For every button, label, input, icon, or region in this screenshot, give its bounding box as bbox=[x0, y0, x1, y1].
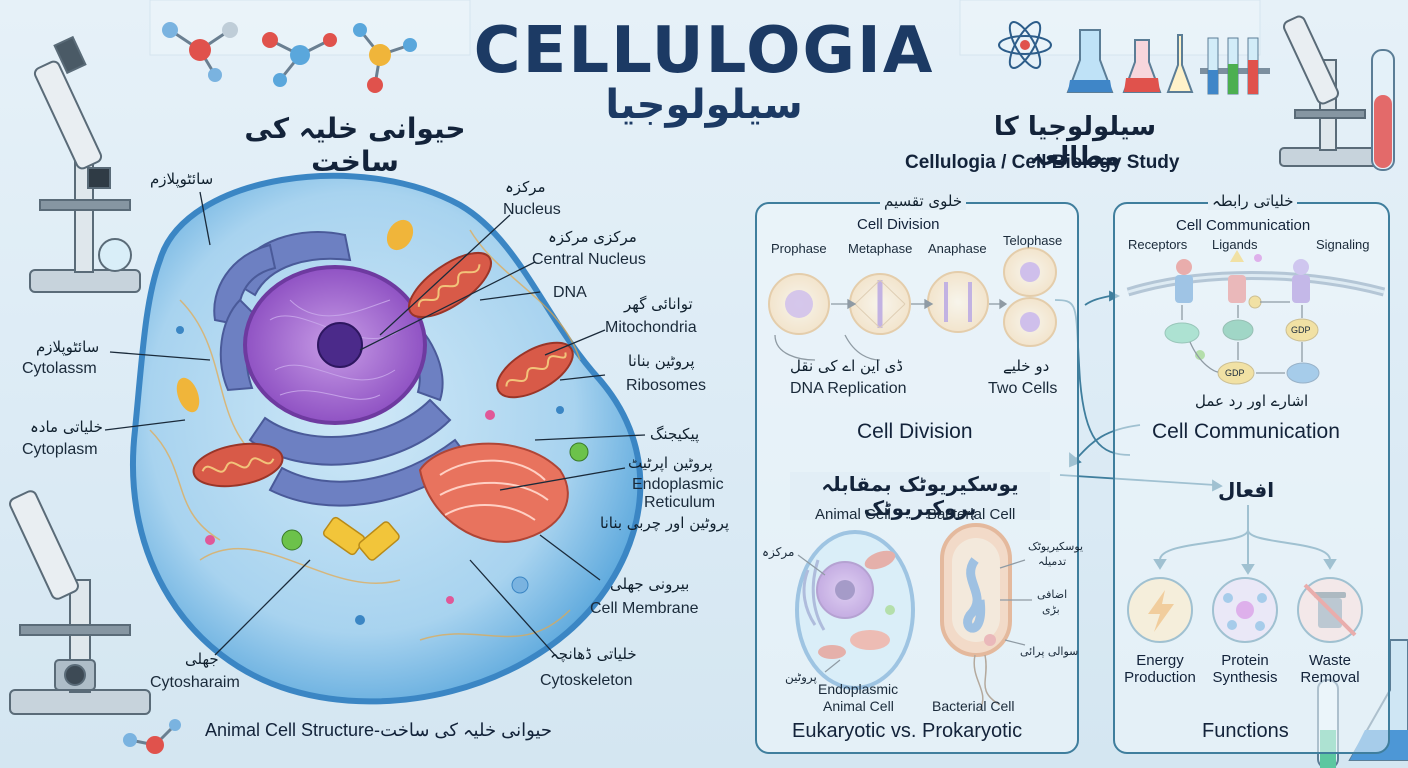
test-tube-icon bbox=[1371, 49, 1395, 171]
label-membrane-ur: بیرونی جھلی bbox=[610, 575, 690, 593]
label-flagella-ur: سوالی پرائی bbox=[1020, 645, 1079, 658]
communication-title: Cell Communication bbox=[1176, 217, 1311, 234]
vesicles bbox=[176, 326, 589, 625]
label-eukaryotic-ur: یوسکیریوٹک bbox=[1028, 540, 1084, 553]
nucleus-illustration bbox=[243, 265, 427, 425]
label-eukaryotic-ur2: تدمیلہ bbox=[1038, 555, 1067, 568]
label-receptors: Receptors bbox=[1128, 237, 1188, 252]
phase-telophase: Telophase bbox=[1003, 233, 1063, 248]
right-heading-urdu: سیلولوجیا کا مطالعہ bbox=[993, 112, 1157, 172]
label-ribosomes: Ribosomes bbox=[626, 377, 707, 394]
label-central-nucleus-ur: مرکزی مرکزہ bbox=[548, 228, 637, 246]
phase-prophase: Prophase bbox=[771, 241, 827, 256]
golgi-illustration bbox=[418, 442, 569, 543]
page-title: CELLULOGIA bbox=[473, 14, 935, 88]
label-cytoplasm-ur: خلیاتی مادہ bbox=[30, 418, 103, 436]
er-structure bbox=[213, 231, 472, 507]
label-cytosharaim: Cytosharaim bbox=[150, 674, 240, 691]
comparison-title-ur: یوسکیریوٹک بمقابلہ پروکیریوٹک bbox=[790, 472, 1050, 520]
dna-replication-ur: ڈی این اے کی نقل bbox=[790, 357, 903, 375]
label-er-ur2: پروٹین اور چربی بنانا bbox=[600, 514, 730, 532]
animal-cell-illustration bbox=[130, 172, 644, 705]
communication-caption: Cell Communication bbox=[1152, 420, 1340, 443]
two-cells: Two Cells bbox=[988, 380, 1058, 397]
microscope-icon bbox=[9, 490, 151, 715]
label-er-line2: Reticulum bbox=[644, 494, 716, 511]
label-plasmid-ur: اضافی bbox=[1037, 588, 1068, 601]
phase-metaphase: Metaphase bbox=[848, 241, 913, 256]
function-energy-label: Energy Production bbox=[1115, 652, 1205, 686]
function-waste-label: Waste Removal bbox=[1285, 652, 1375, 686]
label-ligands: Ligands bbox=[1212, 237, 1258, 252]
mitochondria-illustration bbox=[176, 219, 574, 488]
label-signaling: Signaling bbox=[1316, 237, 1370, 252]
function-energy-line2: Production bbox=[1124, 669, 1196, 686]
label-cytoplasm-top-ur: سائٹوپلازم bbox=[150, 170, 214, 188]
label-mitochondria: Mitochondria bbox=[605, 319, 697, 336]
flask-icons bbox=[1066, 29, 1270, 95]
function-protein-line2: Synthesis bbox=[1212, 669, 1278, 686]
label-nucleus-ur: مرکزہ bbox=[505, 178, 546, 196]
page-title-urdu: سیلولوجیا bbox=[605, 82, 803, 128]
label-cell-membrane: Cell Membrane bbox=[590, 600, 699, 617]
label-er-small-2: Animal Cell bbox=[823, 698, 894, 714]
function-waste-line1: Waste bbox=[1309, 652, 1351, 669]
right-subtitle: Cellulogia / Cell Biology Study bbox=[905, 152, 1180, 173]
centriole-illustration bbox=[322, 516, 400, 561]
two-cells-ur: دو خلیے bbox=[1003, 357, 1050, 375]
label-cytosharaim-ur: جھلی bbox=[185, 650, 219, 668]
label-er-ur1: پروٹین اپرٹیٹ bbox=[628, 454, 713, 472]
label-mitochondria-ur: توانائی گھر bbox=[624, 295, 693, 313]
microscope-icon bbox=[29, 35, 141, 293]
leader-lines bbox=[104, 191, 646, 656]
communication-title-ur: خلیاتی رابطہ bbox=[1208, 192, 1298, 210]
functions-title-ur: افعال bbox=[1218, 478, 1275, 502]
function-energy-line1: Energy bbox=[1136, 652, 1184, 669]
label-protein-ur: پروٹین bbox=[785, 670, 817, 684]
label-cytoskeleton: Cytoskeleton bbox=[540, 672, 633, 689]
label-cytoplasm: Cytoplasm bbox=[22, 441, 98, 458]
function-waste-line2: Removal bbox=[1300, 669, 1360, 686]
function-protein-line1: Protein bbox=[1221, 652, 1269, 669]
division-title-ur: خلوی تقسیم bbox=[880, 192, 967, 210]
label-central-nucleus: Central Nucleus bbox=[532, 251, 646, 268]
label-packaging-ur: پیکیجنگ bbox=[650, 425, 700, 443]
molecule-decoration bbox=[123, 719, 181, 754]
label-nucleus: Nucleus bbox=[503, 201, 561, 218]
atom-icon bbox=[998, 21, 1052, 69]
comparison-caption: Eukaryotic vs. Prokaryotic bbox=[792, 720, 1023, 742]
label-er-small-1: Endoplasmic bbox=[818, 681, 899, 697]
division-caption: Cell Division bbox=[857, 420, 973, 443]
label-er-line1: Endoplasmic bbox=[632, 476, 724, 493]
label-cytolassm: Cytolassm bbox=[22, 360, 97, 377]
gdp-label-2: GDP bbox=[1225, 368, 1245, 378]
label-bacterial-cell: Bacterial Cell bbox=[927, 506, 1016, 523]
label-dna: DNA bbox=[553, 284, 587, 301]
molecule-atoms bbox=[162, 22, 417, 93]
label-plasmid-ur2: بڑی bbox=[1042, 603, 1060, 616]
left-heading-urdu: حیوانی خلیہ کی ساخت bbox=[244, 112, 466, 178]
label-cytoskeleton-ur: خلیاتی ڈھانچہ bbox=[550, 645, 637, 663]
label-ribosomes-ur: پروٹین بنانا bbox=[628, 352, 695, 370]
dna-replication: DNA Replication bbox=[790, 380, 907, 397]
function-protein-label: Protein Synthesis bbox=[1200, 652, 1290, 686]
label-nucleus-small-ur: مرکزہ bbox=[762, 545, 795, 559]
division-title: Cell Division bbox=[857, 216, 940, 233]
phase-anaphase: Anaphase bbox=[928, 241, 987, 256]
signal-response-ur: اشارے اور رد عمل bbox=[1195, 392, 1309, 410]
left-footer: Animal Cell Structure-حیوانی خلیہ کی ساخ… bbox=[205, 720, 552, 740]
label-bacterial-caption: Bacterial Cell bbox=[932, 698, 1015, 714]
gdp-label-1: GDP bbox=[1291, 325, 1311, 335]
panel-cell-communication bbox=[1113, 202, 1390, 754]
functions-caption: Functions bbox=[1202, 720, 1289, 742]
label-animal-cell: Animal Cell bbox=[815, 506, 891, 523]
label-cytolassm-ur: سائٹوپلازم bbox=[36, 338, 100, 356]
